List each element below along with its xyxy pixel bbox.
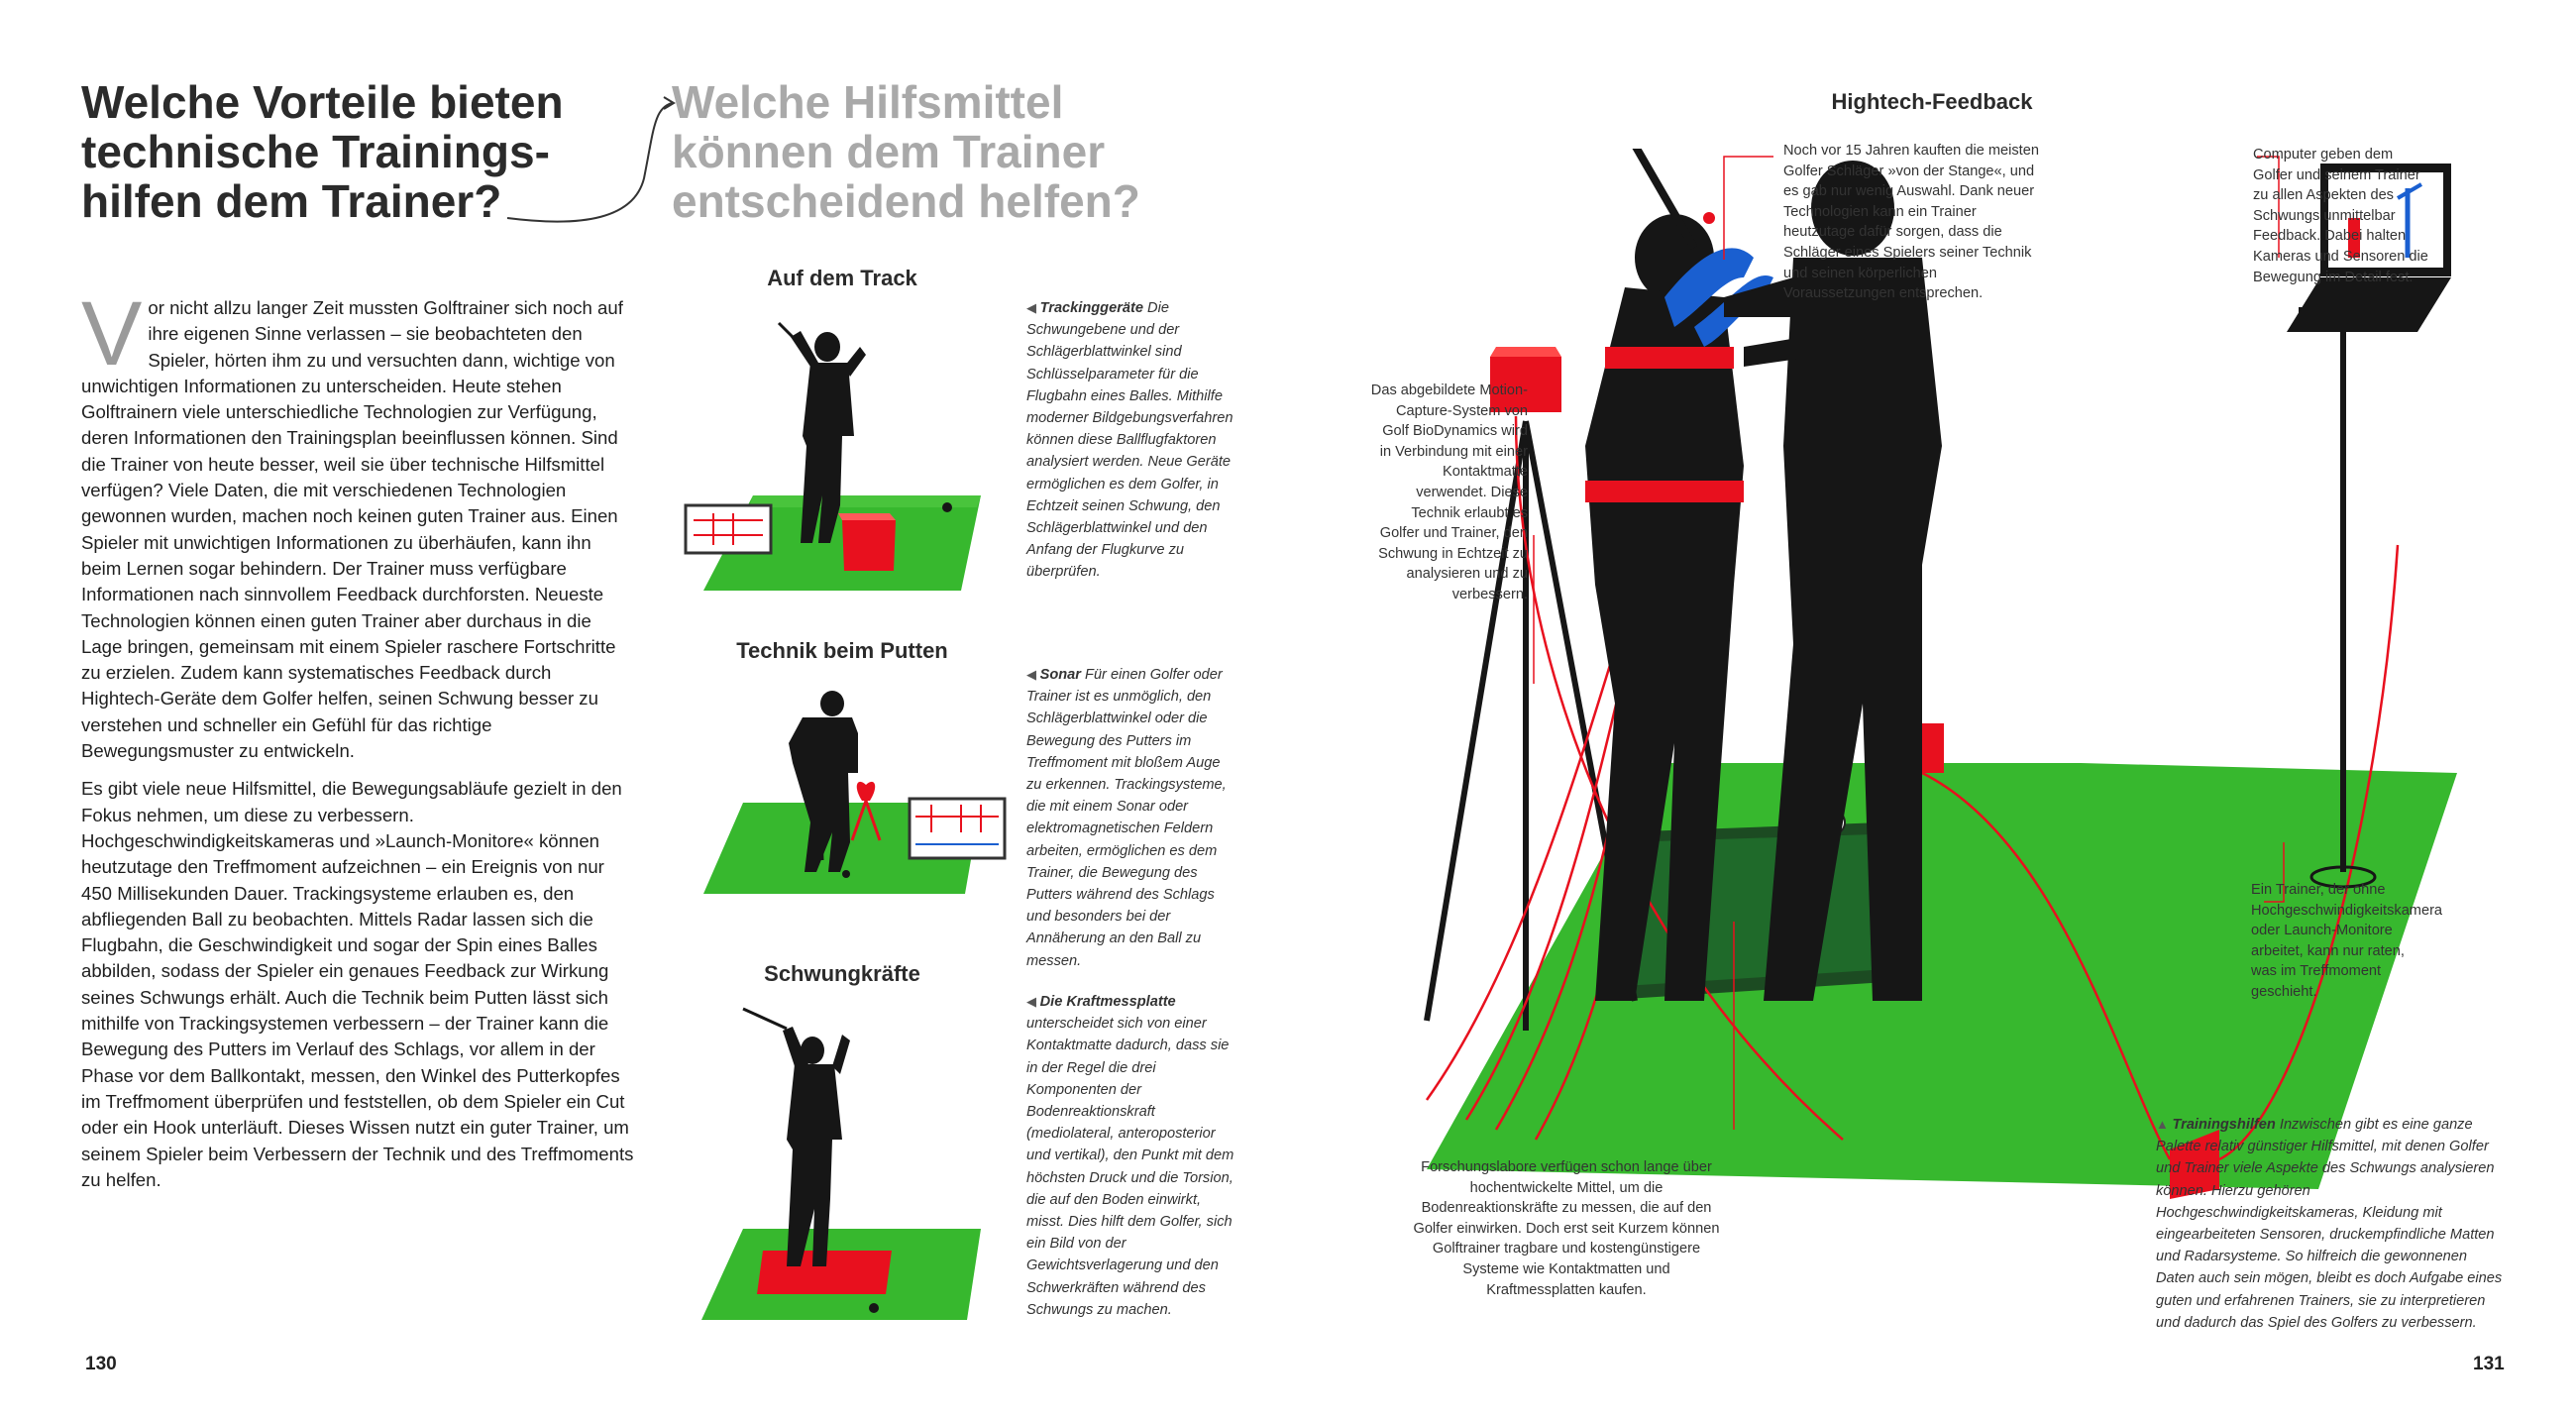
annotation-top: Noch vor 15 Jahren kauften die meisten G…	[1783, 143, 2039, 302]
caption-marker-icon: ▲	[2156, 1117, 2173, 1132]
paragraph-2: Es gibt viele neue Hilfsmittel, die Bewe…	[81, 778, 634, 1190]
illustration-forces	[701, 1007, 981, 1320]
caption-marker-icon: ◀	[1026, 994, 1040, 1009]
laptop-stand	[2287, 164, 2451, 889]
heading-grey-line-2: können dem Trainer	[672, 126, 1106, 177]
caption-forces: ◀ Die Kraftmessplatte unterscheidet sich…	[1026, 991, 1236, 1321]
caption-forces-text: unterscheidet sich von einer Kontaktmatt…	[1026, 1016, 1234, 1318]
annotation-computer: Computer geben dem Golfer und seinem Tra…	[2253, 147, 2428, 285]
connector-arrow	[506, 96, 676, 223]
trainer-silhouette	[1724, 161, 1942, 1001]
heading-dark-line-3: hilfen dem Trainer?	[81, 175, 502, 227]
annotation-training-aids-lead: Trainingshilfen	[2172, 1117, 2276, 1133]
heading-grey: Welche Hilfsmittel können dem Trainer en…	[672, 77, 1227, 226]
caption-track-text: Die Schwungebene und der Schlägerblattwi…	[1026, 300, 1234, 581]
caption-putting-lead: Sonar	[1039, 667, 1081, 683]
section-title-forces: Schwungkräfte	[764, 961, 920, 986]
annotation-training-aids-text: Inzwischen gibt es eine ganze Palette re…	[2156, 1117, 2503, 1331]
annotation-trainer: Ein Trainer, der ohne Hochgeschwindigkei…	[2251, 882, 2443, 1000]
section-title-track: Auf dem Track	[767, 266, 917, 290]
dropcap: V	[81, 283, 143, 384]
caption-putting: ◀ Sonar Für einen Golfer oder Trainer is…	[1026, 664, 1236, 972]
heading-grey-line-1: Welche Hilfsmittel	[672, 76, 1064, 128]
annotation-motion-capture: Das abgebildete Motion-Capture-System vo…	[1370, 383, 1528, 602]
page-number-left: 130	[85, 1354, 117, 1374]
heading-dark: Welche Vorteile bieten technische Traini…	[81, 77, 636, 226]
caption-track: ◀ Trackinggeräte Die Schwungebene und de…	[1026, 297, 1236, 584]
golf-club	[1632, 149, 1698, 251]
section-title-putting: Technik beim Putten	[736, 638, 948, 663]
hip-belt	[1585, 481, 1744, 502]
illustration-track	[684, 321, 981, 591]
illustration-hightech	[1424, 149, 2457, 1199]
page-number-right: 131	[2473, 1354, 2505, 1374]
caption-marker-icon: ◀	[1026, 667, 1040, 682]
right-page-title: Hightech-Feedback	[1831, 89, 2033, 114]
heading-grey-line-3: entscheidend helfen?	[672, 175, 1140, 227]
caption-putting-text: Für einen Golfer oder Trainer ist es unm…	[1026, 667, 1227, 969]
heading-dark-line-2: technische Trainings-	[81, 126, 550, 177]
floor-box	[2170, 1130, 2219, 1199]
caption-forces-lead: Die Kraftmessplatte	[1039, 994, 1176, 1010]
annotation-training-aids: ▲ Trainingshilfen Inzwischen gibt es ein…	[2156, 1114, 2509, 1334]
illustration-putting	[703, 691, 1007, 894]
chest-belt	[1605, 347, 1734, 369]
annotation-labs: Forschungslabore verfügen schon lange üb…	[1413, 1159, 1720, 1298]
heading-dark-line-1: Welche Vorteile bieten	[81, 76, 564, 128]
paragraph-1-text: or nicht allzu langer Zeit mussten Golft…	[81, 297, 623, 762]
caption-track-lead: Trackinggeräte	[1039, 300, 1143, 316]
caption-marker-icon: ◀	[1026, 300, 1040, 315]
